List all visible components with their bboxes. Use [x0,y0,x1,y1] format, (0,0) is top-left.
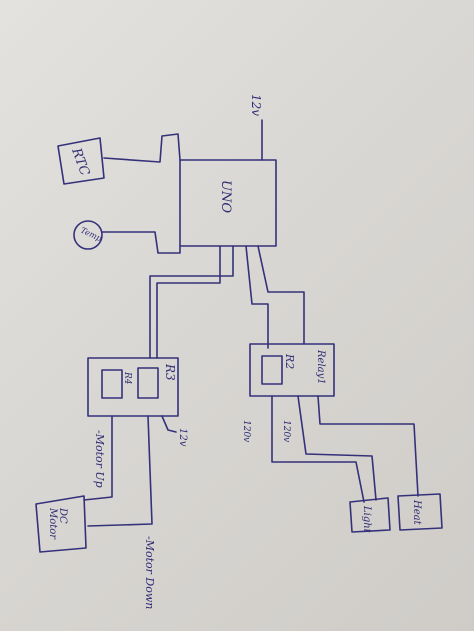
label-uno: UNO [218,180,233,213]
label-light: Light [361,505,372,534]
wire-r3-to-motor-down [87,415,153,527]
wire-r3-to-motor-up [83,415,113,501]
wire-uno-to-r3-b [156,245,221,359]
wire-relay-to-heat [317,395,419,497]
wire-uno-to-relay [245,245,269,349]
rtc-box [57,137,105,185]
r2-inner [261,355,283,385]
relay1-box [249,343,335,397]
r4-inner-left [101,369,123,399]
label-dc: DC [57,507,68,524]
label-12v-top: 12v [249,94,263,116]
label-heat: Heat [411,499,422,526]
wire-uno-to-r3 [149,245,234,359]
temp-sensor [73,220,103,250]
label-r2: R2 [283,353,296,369]
r3-box [87,357,179,417]
heat-box [397,493,443,531]
label-motor: Motor [47,507,58,540]
wire-rtc-to-uno [103,133,181,163]
label-r3: R3 [163,363,177,381]
label-120v-b: 120v [281,420,291,442]
wire-r3-12v [161,415,177,433]
label-rtc: RTC [68,145,92,178]
dc-motor-box [35,495,87,553]
r4-inner-right [137,367,159,399]
wire-uno-to-relay-b [257,245,305,345]
wire-relay-to-light [271,395,365,503]
light-box [349,497,391,533]
wire-temp-to-uno [101,231,181,254]
uno-box [179,159,277,247]
wire-relay-to-light-b [297,395,377,501]
label-relay1: Relay1 [315,349,326,385]
label-motor-up: -Motor Up [93,430,106,488]
label-120v: 120v [241,420,251,442]
label-r4: R4 [122,371,132,385]
label-12v-r3: 12v [177,428,188,447]
label-motor-down: -Motor Down [143,536,156,609]
